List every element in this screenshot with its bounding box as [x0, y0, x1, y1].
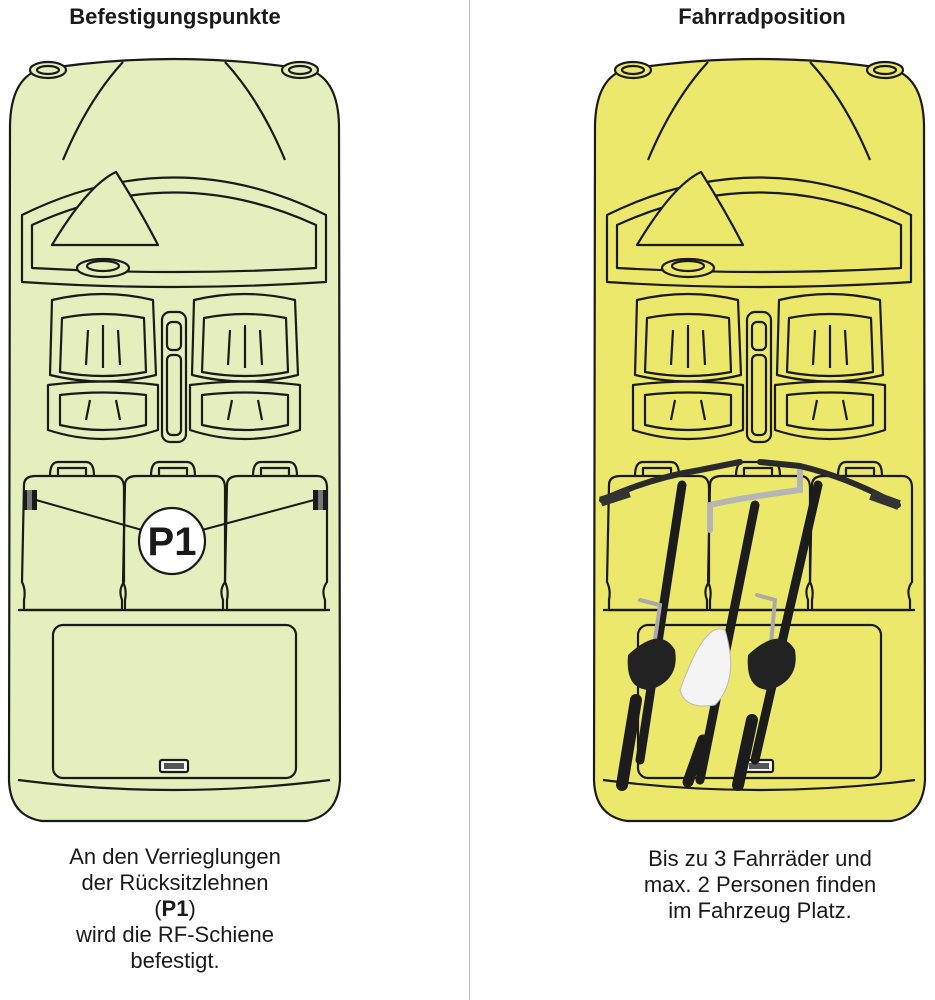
- caption-line: An den Verrieglungen: [69, 844, 281, 869]
- bicycle-middle: [679, 467, 803, 788]
- left-car-diagram: P1: [9, 59, 340, 821]
- caption-line: max. 2 Personen finden: [643, 872, 877, 897]
- bicycle-right: [732, 459, 901, 791]
- bicycle-left: [599, 459, 743, 791]
- caption-line: wird die RF-Schiene: [75, 922, 275, 947]
- caption-line: befestigt.: [130, 948, 220, 973]
- right-panel-caption: Bis zu 3 Fahrräder und max. 2 Personen f…: [590, 846, 930, 924]
- p1-marker: [137, 506, 207, 576]
- caption-p1: P1: [161, 896, 189, 921]
- connector-line-right: [201, 499, 315, 531]
- bicycles: [599, 459, 901, 791]
- caption-line: der Rücksitzlehnen: [81, 870, 269, 895]
- p1-marker-label: P1: [148, 520, 197, 564]
- left-panel-caption: An den Verrieglungen der Rücksitzlehnen …: [5, 844, 345, 974]
- paren-open: (: [154, 896, 162, 921]
- seat-latch-left: [23, 490, 37, 510]
- right-panel-title: Fahrradposition: [678, 4, 846, 29]
- caption-line: Bis zu 3 Fahrräder und: [648, 846, 872, 871]
- connector-line-left: [35, 499, 143, 531]
- caption-line: (P1): [5, 896, 345, 922]
- paren-close: ): [188, 896, 196, 921]
- seat-latch-right: [313, 490, 327, 510]
- left-panel-title: Befestigungspunkte: [69, 4, 281, 29]
- panel-divider: [469, 0, 470, 1000]
- caption-line: im Fahrzeug Platz.: [668, 898, 852, 923]
